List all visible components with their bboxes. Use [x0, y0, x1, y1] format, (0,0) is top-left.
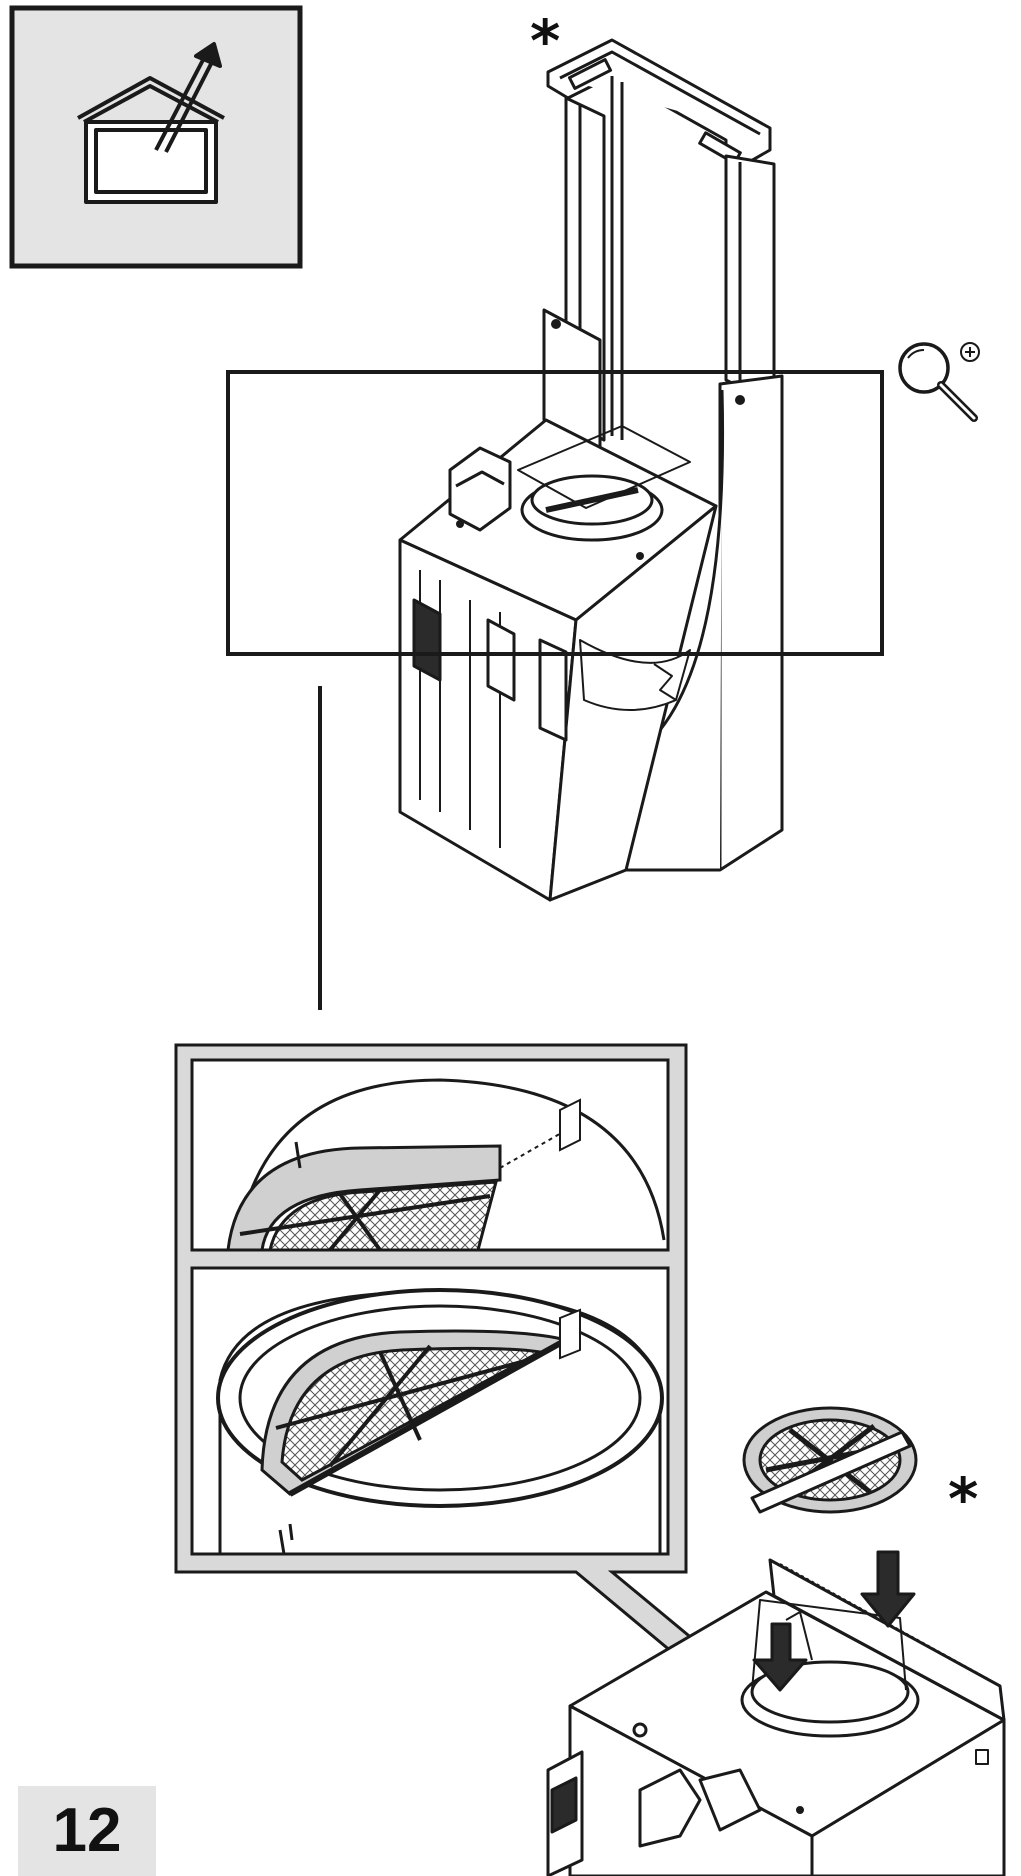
- magnifier-plus-icon: [898, 342, 980, 422]
- detail-panel-filter-seated: [190, 1266, 670, 1556]
- accessory-marker-right-label: *: [948, 1465, 979, 1533]
- house-with-outlet-arrow-icon: [77, 42, 225, 204]
- step-number-badge: 12: [18, 1786, 156, 1876]
- ducted-outlet-icon-panel: [9, 5, 303, 269]
- accessory-marker-top-label: *: [530, 7, 561, 75]
- detail-inset: [174, 1043, 780, 1714]
- step-number: 12: [52, 1796, 122, 1865]
- carbon-filter-part: [742, 1406, 918, 1514]
- detail-panel-filter-insert: [190, 1058, 670, 1252]
- zoom-region-frame: [226, 370, 884, 656]
- hood-closeup: [546, 1550, 1006, 1876]
- hood-body: [398, 418, 718, 902]
